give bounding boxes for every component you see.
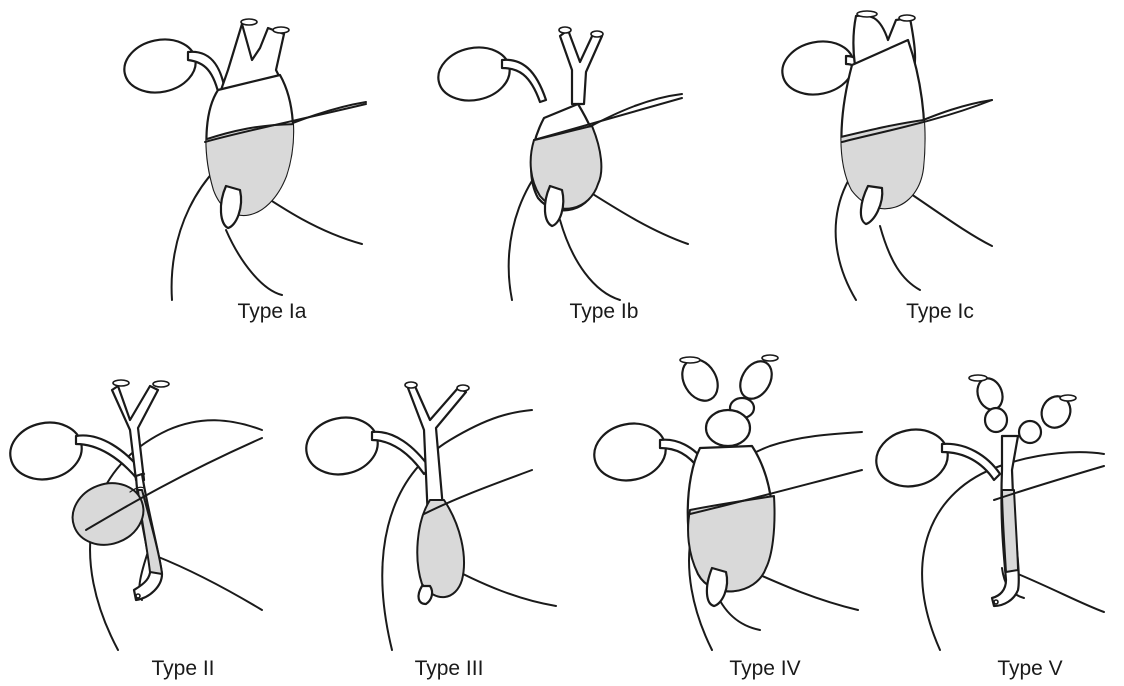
cystic-duct xyxy=(942,444,1000,480)
duct-opening-left xyxy=(969,375,987,381)
gallbladder xyxy=(433,41,514,107)
papilla-dot xyxy=(136,594,140,598)
gallbladder xyxy=(871,423,953,493)
hepatic-ducts xyxy=(560,30,602,104)
distal-duct-tip xyxy=(221,186,241,228)
duct-opening-left xyxy=(241,19,257,25)
panel-type-ia xyxy=(119,19,366,300)
panel-label-type-ii: Type II xyxy=(151,658,214,679)
duct-opening-right xyxy=(899,15,915,21)
intrahepatic-cyst-left-lower xyxy=(985,408,1007,432)
panel-type-ii xyxy=(5,380,262,650)
duodenum-curve xyxy=(509,94,682,300)
panel-type-iv xyxy=(589,353,862,650)
duct-opening-left xyxy=(113,380,129,386)
panel-label-type-iv: Type IV xyxy=(729,658,800,679)
panel-label-type-ia: Type Ia xyxy=(238,301,307,322)
panel-type-iii xyxy=(301,382,556,650)
duodenum-lower-curve xyxy=(1018,574,1104,612)
panel-type-ib xyxy=(433,27,688,300)
cystic-duct xyxy=(502,60,546,102)
duct-opening-right xyxy=(273,27,289,33)
distal-duct-tip xyxy=(707,568,727,606)
distal-duct-tip xyxy=(419,586,433,604)
duct-opening-left xyxy=(857,11,877,17)
pancreatic-duct-curve xyxy=(880,226,920,290)
duodenum-lower-curve xyxy=(580,186,688,244)
duct-opening-right xyxy=(762,355,778,361)
duct-opening-right xyxy=(591,31,603,37)
panel-label-type-ib: Type Ib xyxy=(570,301,639,322)
panel-label-type-iii: Type III xyxy=(415,658,484,679)
duct-opening-right xyxy=(1060,395,1076,401)
panel-label-type-v: Type V xyxy=(997,658,1062,679)
duct-opening-left xyxy=(559,27,571,33)
gallbladder xyxy=(5,416,87,486)
duct-opening-left xyxy=(405,382,417,388)
panel-type-v xyxy=(871,375,1104,650)
cystic-duct xyxy=(372,432,430,474)
duct-shaded-segment xyxy=(1002,490,1018,572)
intrahepatic-cyst-right-lower xyxy=(1019,421,1041,443)
pancreatic-duct-curve xyxy=(226,230,282,295)
panel-type-ic xyxy=(777,11,992,300)
duodenum-lower-curve xyxy=(156,556,262,610)
duct-opening-left xyxy=(680,357,700,363)
duct-opening-right xyxy=(153,381,169,387)
papilla-dot xyxy=(994,600,998,604)
cyst-shaded-region xyxy=(820,118,940,240)
pancreatic-duct-curve xyxy=(560,220,620,300)
panel-label-type-ic: Type Ic xyxy=(906,301,974,322)
duct-opening-right xyxy=(457,385,469,391)
gallbladder xyxy=(301,411,383,481)
gallbladder xyxy=(119,33,200,99)
gallbladder xyxy=(589,417,671,487)
hilar-cyst xyxy=(706,410,750,446)
